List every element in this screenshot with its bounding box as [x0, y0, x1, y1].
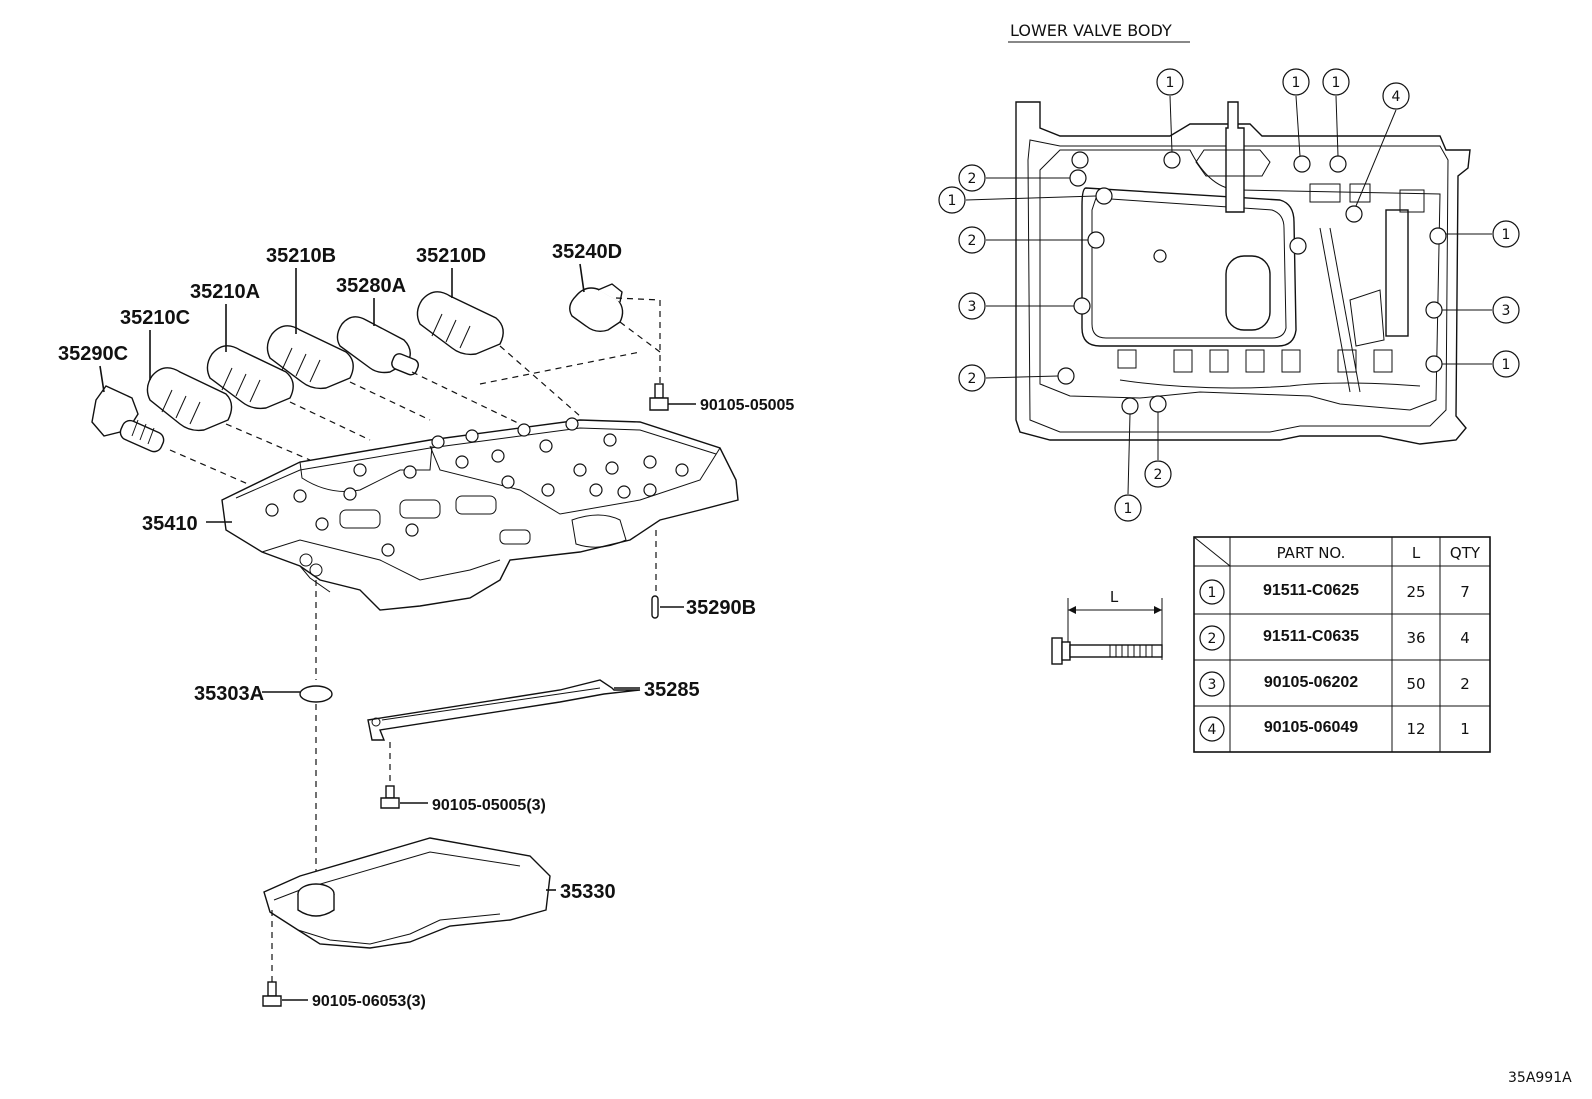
svg-text:25: 25	[1406, 583, 1425, 601]
solenoid-35290C[interactable]	[91, 385, 166, 454]
label-35410: 35410	[142, 513, 198, 535]
svg-text:12: 12	[1406, 720, 1425, 738]
plate-35285[interactable]	[367, 679, 641, 741]
solenoid-leaders	[99, 263, 585, 393]
svg-text:1: 1	[1502, 357, 1511, 373]
svg-text:7: 7	[1460, 583, 1470, 601]
svg-text:2: 2	[1154, 467, 1163, 483]
table-header-qty: QTY	[1450, 544, 1481, 562]
label-35330: 35330	[560, 881, 616, 903]
label-90105-05005-3: 90105-05005(3)	[432, 797, 546, 814]
solenoid-35210B[interactable]	[266, 325, 354, 390]
svg-text:36: 36	[1406, 629, 1425, 647]
solenoid-35210C[interactable]	[146, 367, 233, 432]
bolt-length-label: L	[1110, 588, 1119, 606]
svg-text:4: 4	[1460, 629, 1470, 647]
valve-body-bolts	[265, 417, 689, 557]
solenoid-35210D[interactable]	[416, 291, 504, 356]
pin-35290B[interactable]	[651, 530, 684, 619]
svg-text:1: 1	[1502, 227, 1511, 243]
bolt-length-illustration: L	[1051, 588, 1163, 665]
solenoid-dash-lines	[169, 297, 661, 485]
lower-body-callouts: 1 1 1 4 2 1 2 3 2 1 3 1	[938, 68, 1520, 522]
label-35303A: 35303A	[194, 683, 264, 705]
svg-text:1: 1	[1292, 75, 1301, 91]
bolt-90105-05005-3[interactable]	[380, 742, 428, 809]
table-row: 3 90105-06202 50 2	[1199, 671, 1470, 697]
svg-text:1: 1	[1166, 75, 1175, 91]
label-90105-05005: 90105-05005	[700, 397, 794, 414]
bolt-90105-06053-3[interactable]	[262, 910, 308, 1007]
svg-text:1: 1	[1208, 585, 1217, 601]
lower-valve-body-drawing	[1015, 101, 1471, 445]
label-35280A: 35280A	[336, 275, 406, 297]
label-90105-06053-3: 90105-06053(3)	[312, 993, 426, 1010]
svg-text:2: 2	[1208, 631, 1217, 647]
lower-valve-body-title: LOWER VALVE BODY	[1010, 21, 1172, 40]
bolt-90105-05005-top[interactable]	[649, 383, 696, 411]
table-header-part-no: PART NO.	[1277, 544, 1346, 562]
label-35210D: 35210D	[416, 245, 486, 267]
o-ring-35303A[interactable]	[262, 580, 333, 703]
table-row: 2 91511-C0635 36 4	[1199, 625, 1470, 651]
diagram-code: 35A991A	[1508, 1070, 1572, 1086]
svg-text:3: 3	[968, 299, 977, 315]
label-35240D: 35240D	[552, 241, 622, 263]
svg-text:2: 2	[968, 171, 977, 187]
bolt-table: PART NO. L QTY 1 91511-C0625 25 7 2 9151…	[1193, 536, 1491, 753]
svg-text:3: 3	[1502, 303, 1511, 319]
svg-text:4: 4	[1208, 722, 1217, 738]
svg-text:1: 1	[1460, 720, 1470, 738]
label-35210B: 35210B	[266, 245, 336, 267]
svg-text:91511-C0625: 91511-C0625	[1263, 582, 1359, 599]
solenoid-35210A[interactable]	[206, 345, 294, 410]
table-header-length: L	[1412, 544, 1421, 562]
svg-text:3: 3	[1208, 677, 1217, 693]
svg-text:90105-06202: 90105-06202	[1264, 674, 1358, 691]
solenoid-35240D[interactable]	[569, 283, 624, 333]
label-35285: 35285	[644, 679, 700, 701]
solenoid-35280A[interactable]	[336, 316, 420, 377]
svg-text:2: 2	[968, 233, 977, 249]
table-row: 1 91511-C0625 25 7	[1199, 579, 1470, 605]
svg-text:4: 4	[1392, 89, 1401, 105]
svg-text:1: 1	[1332, 75, 1341, 91]
table-row: 4 90105-06049 12 1	[1199, 716, 1470, 742]
valve-body-35410[interactable]	[221, 419, 739, 611]
svg-text:90105-06049: 90105-06049	[1264, 719, 1358, 736]
svg-text:50: 50	[1406, 675, 1425, 693]
label-35210C: 35210C	[120, 307, 190, 329]
label-35210A: 35210A	[190, 281, 260, 303]
label-35290B: 35290B	[686, 597, 756, 619]
strainer-35330[interactable]	[263, 837, 556, 949]
svg-text:1: 1	[1124, 501, 1133, 517]
svg-text:2: 2	[1460, 675, 1470, 693]
svg-text:91511-C0635: 91511-C0635	[1263, 628, 1359, 645]
svg-text:2: 2	[968, 371, 977, 387]
svg-text:1: 1	[948, 193, 957, 209]
label-35290C: 35290C	[58, 343, 128, 365]
